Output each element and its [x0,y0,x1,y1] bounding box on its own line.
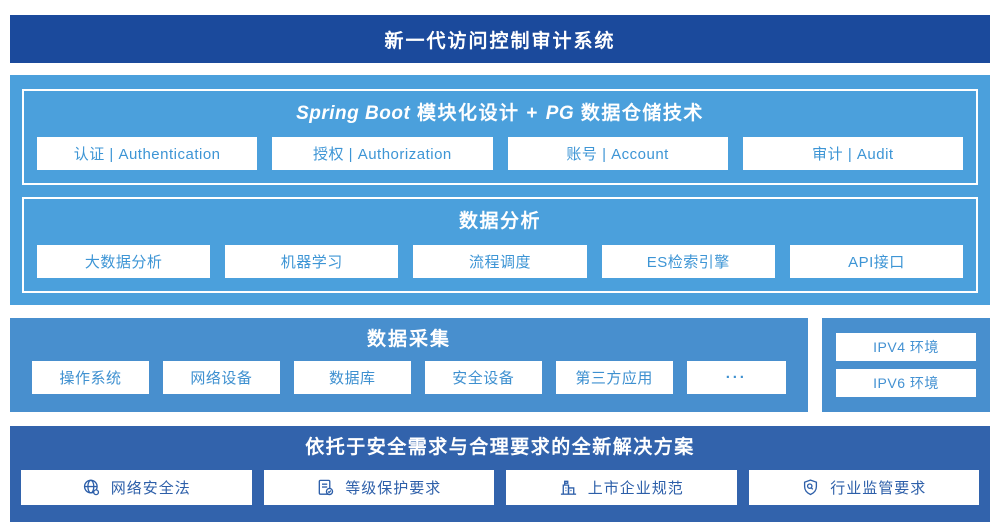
collection-box-ellipsis: ··· [686,361,786,394]
solution-box-label: 上市企业规范 [587,480,684,497]
collection-title: 数据采集 [366,329,451,350]
collection-box-database: 数据库 [293,361,411,394]
title-latin-pg: PG [545,103,575,124]
title-mid: 模块化设计 + [410,103,546,124]
solution-box-row: 网络安全法 等级保护要求 [21,470,979,505]
analysis-box-es: ES检索引擎 [601,245,775,278]
module-box-authorization: 授权 | Authorization [272,137,493,170]
ip-environment-panel: IPV4 环境 IPV6 环境 [822,318,990,412]
analysis-box-bigdata: 大数据分析 [37,245,211,278]
modules-panel: Spring Boot 模块化设计 + PG 数据仓储技术 认证 | Authe… [22,89,978,185]
ipv6-box: IPV6 环境 [836,369,976,397]
document-check-icon [316,478,335,497]
analysis-panel: 数据分析 大数据分析 机器学习 流程调度 ES检索引擎 API接口 [22,197,978,293]
title-rest: 数据仓储技术 [574,103,704,124]
solution-box-label: 等级保护要求 [345,480,442,497]
solution-box-listed-company: 上市企业规范 [506,470,737,505]
globe-icon [82,478,101,497]
title-latin-spring-boot: Spring Boot [296,103,411,124]
collection-block: 数据采集 操作系统 网络设备 数据库 安全设备 第三方应用 ··· [10,318,808,412]
platform-block: Spring Boot 模块化设计 + PG 数据仓储技术 认证 | Authe… [10,75,990,305]
analysis-box-workflow: 流程调度 [413,245,587,278]
building-icon [559,478,578,497]
solution-box-cybersecurity-law: 网络安全法 [21,470,252,505]
modules-box-row: 认证 | Authentication 授权 | Authorization 账… [37,137,963,170]
analysis-panel-title: 数据分析 [458,211,541,232]
middle-row: 数据采集 操作系统 网络设备 数据库 安全设备 第三方应用 ··· IPV4 环… [10,318,990,412]
solution-box-label: 网络安全法 [110,480,191,497]
ipv4-box: IPV4 环境 [836,333,976,361]
solution-box-industry-regulation: 行业监管要求 [748,470,979,505]
solution-title: 依托于安全需求与合理要求的全新解决方案 [305,437,695,458]
solution-block: 依托于安全需求与合理要求的全新解决方案 网络安全法 [10,426,990,522]
collection-box-security-device: 安全设备 [424,361,542,394]
module-box-authentication: 认证 | Authentication [37,137,258,170]
analysis-box-api: API接口 [789,245,964,278]
shield-search-icon [801,478,820,497]
system-title: 新一代访问控制审计系统 [384,30,616,52]
collection-box-thirdparty: 第三方应用 [555,361,673,394]
solution-box-protection-grade: 等级保护要求 [263,470,494,505]
module-box-audit: 审计 | Audit [742,137,963,170]
module-box-account: 账号 | Account [507,137,728,170]
collection-box-os: 操作系统 [32,361,149,394]
solution-box-label: 行业监管要求 [830,480,927,497]
collection-box-row: 操作系统 网络设备 数据库 安全设备 第三方应用 ··· [32,361,786,394]
analysis-box-row: 大数据分析 机器学习 流程调度 ES检索引擎 API接口 [37,245,964,278]
modules-panel-title: Spring Boot 模块化设计 + PG 数据仓储技术 [37,101,963,127]
collection-box-network-device: 网络设备 [162,361,280,394]
system-title-banner: 新一代访问控制审计系统 [10,15,990,63]
analysis-box-ml: 机器学习 [225,245,399,278]
